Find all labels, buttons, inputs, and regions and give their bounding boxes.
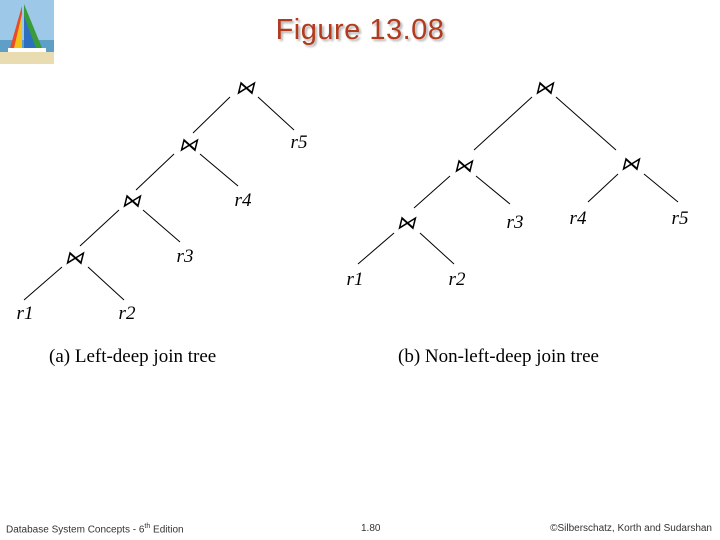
edge: [644, 174, 678, 202]
footer-book-prefix: Database System Concepts - 6: [6, 524, 144, 535]
edge: [414, 176, 450, 208]
edge: [136, 154, 174, 190]
edge: [588, 174, 618, 202]
edge: [476, 176, 510, 204]
footer-page-number: 1.80: [361, 523, 380, 534]
caption-left-deep: (a) Left-deep join tree: [49, 346, 216, 367]
relation-r1: r1: [17, 303, 34, 324]
edge: [358, 233, 394, 264]
relation-r5: r5: [291, 132, 308, 153]
footer-book-title: Database System Concepts - 6th Edition: [6, 523, 184, 535]
relation-r2: r2: [119, 303, 136, 324]
edge: [24, 267, 62, 300]
join-node-icon: ⋈: [621, 154, 642, 175]
edge: [556, 97, 616, 150]
edge: [474, 97, 532, 150]
edge: [193, 97, 230, 133]
relation-r1: r1: [347, 269, 364, 290]
edge: [200, 154, 238, 186]
edge: [420, 233, 454, 264]
join-node-icon: ⋈: [236, 78, 257, 99]
relation-r2: r2: [449, 269, 466, 290]
footer-book-suffix: Edition: [150, 524, 183, 535]
join-node-icon: ⋈: [179, 135, 200, 156]
relation-r3: r3: [507, 212, 524, 233]
edge: [80, 210, 119, 246]
relation-r4: r4: [235, 190, 252, 211]
left-deep-join-tree: ⋈ ⋈ ⋈ ⋈ r5 r4 r3 r1 r2 (a) Left-deep joi…: [17, 78, 308, 367]
edge: [143, 210, 180, 242]
caption-non-left-deep: (b) Non-left-deep join tree: [398, 346, 599, 367]
relation-r5: r5: [672, 208, 689, 229]
join-node-icon: ⋈: [454, 156, 475, 177]
edge: [258, 97, 294, 130]
join-node-icon: ⋈: [65, 248, 86, 269]
join-node-icon: ⋈: [535, 78, 556, 99]
non-left-deep-join-tree: ⋈ ⋈ ⋈ ⋈ r3 r4 r5 r1 r2 (b) Non-left-deep…: [347, 78, 689, 367]
relation-r4: r4: [570, 208, 587, 229]
edge: [88, 267, 124, 300]
join-node-icon: ⋈: [122, 191, 143, 212]
footer-copyright: ©Silberschatz, Korth and Sudarshan: [550, 523, 712, 534]
relation-r3: r3: [177, 246, 194, 267]
join-node-icon: ⋈: [397, 213, 418, 234]
